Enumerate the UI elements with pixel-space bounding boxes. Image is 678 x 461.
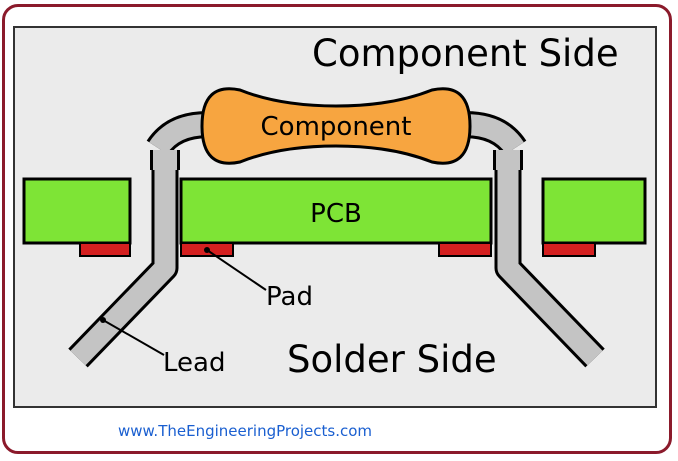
lead-label: Lead: [163, 348, 225, 378]
lead-pointer-line: [102, 319, 165, 356]
component-side-label: Component Side: [312, 32, 619, 75]
pcb-middle-section: [179, 177, 493, 245]
pad-left-outer: [79, 242, 131, 257]
component-label: Component: [261, 112, 412, 142]
component-body: [200, 87, 472, 165]
pad-label: Pad: [266, 282, 313, 312]
pad-right-inner: [438, 242, 492, 257]
pcb-right-section: [541, 177, 647, 245]
pcb-label: PCB: [310, 199, 362, 229]
pad-pointer-dot: [204, 247, 210, 253]
solder-side-label: Solder Side: [287, 338, 497, 381]
website-link[interactable]: www.TheEngineeringProjects.com: [118, 422, 373, 440]
through-hole-diagram: Component PCB Component Side Pad Lead So…: [13, 26, 657, 408]
pad-right-outer: [542, 242, 596, 257]
lead-pointer-dot: [100, 317, 106, 323]
pcb-left-section: [22, 177, 132, 245]
pad-pointer-line: [206, 249, 267, 291]
